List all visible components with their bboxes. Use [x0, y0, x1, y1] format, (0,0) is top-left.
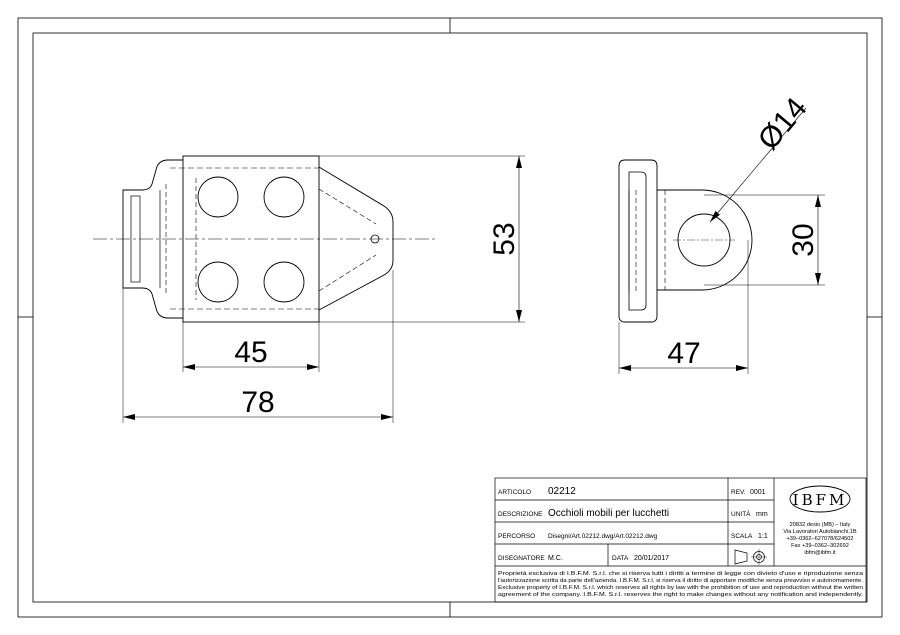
- address-line: Fax +39–0362–302692: [791, 543, 849, 549]
- legal-notice-line: l'autorizzazione scritta da parte dell'a…: [498, 578, 864, 584]
- address-line: 20832 desio (MB) – Italy: [790, 522, 851, 528]
- descrizione-label: DESCRIZIONE: [498, 511, 543, 518]
- descrizione-value: Occhioli mobili per lucchetti: [548, 508, 669, 519]
- front-view-dimensions: [122, 155, 525, 423]
- address-line: Via Lavoratori Autobianchi,1B: [783, 529, 857, 535]
- articolo-label: ARTICOLO: [498, 489, 531, 496]
- side-view-channel: [618, 159, 658, 323]
- front-view-hole: [263, 176, 305, 218]
- legal-notice-line: Proprietà esclusiva di I.B.F.M. S.r.l. c…: [498, 571, 864, 577]
- articolo-value: 02212: [548, 486, 576, 497]
- legal-notice-line: Exclusive property of I.B.F.M. S.r.l. wh…: [498, 585, 863, 591]
- front-view-hole: [197, 176, 239, 218]
- dim-label-30: 30: [787, 223, 820, 256]
- dim-label-47: 47: [667, 337, 700, 370]
- rev-value: 0001: [750, 489, 766, 496]
- scala-label: SCALA: [731, 533, 753, 540]
- percorso-value: Disegni/Art.02212.dwg/Art.02212.dwg: [548, 533, 658, 540]
- dim-label-14: Ø14: [752, 92, 814, 157]
- address-line: +39–0362–627078/624502: [786, 536, 853, 542]
- dim-label-53: 53: [488, 222, 521, 255]
- legal-notice-line: agreement of the company. I.B.F.M. S.r.l…: [498, 592, 864, 598]
- projection-symbol-icon: [734, 549, 767, 565]
- logo-text: IBFM: [793, 491, 848, 509]
- address-line: ibfm@ibfm.it: [804, 550, 836, 556]
- title-block: [494, 477, 867, 603]
- side-view-slot: [628, 171, 647, 311]
- side-view-dimensions: [618, 107, 825, 374]
- rev-label: REV.: [731, 489, 746, 496]
- dim-leader-14: [709, 107, 807, 223]
- sheet-frame: [17, 17, 883, 618]
- percorso-label: PERCORSO: [498, 533, 535, 540]
- dim-label-78: 78: [241, 386, 274, 419]
- unita-value: mm: [756, 511, 768, 518]
- disegnatore-label: DISEGNATORE: [498, 555, 545, 562]
- unita-label: UNITÀ: [731, 509, 751, 518]
- dim-label-45: 45: [234, 336, 267, 369]
- front-view-hole: [263, 261, 305, 303]
- side-view: [618, 159, 753, 323]
- scala-value: 1:1: [758, 533, 768, 540]
- disegnatore-value: M.C.: [548, 555, 563, 562]
- data-label: DATA: [612, 555, 629, 562]
- side-view-eye: [657, 189, 753, 291]
- data-value: 20/01/2017: [634, 555, 669, 562]
- company-logo: IBFM: [789, 485, 851, 513]
- front-view-hole: [197, 261, 239, 303]
- front-view-tab: [318, 166, 394, 311]
- front-view: [93, 155, 435, 323]
